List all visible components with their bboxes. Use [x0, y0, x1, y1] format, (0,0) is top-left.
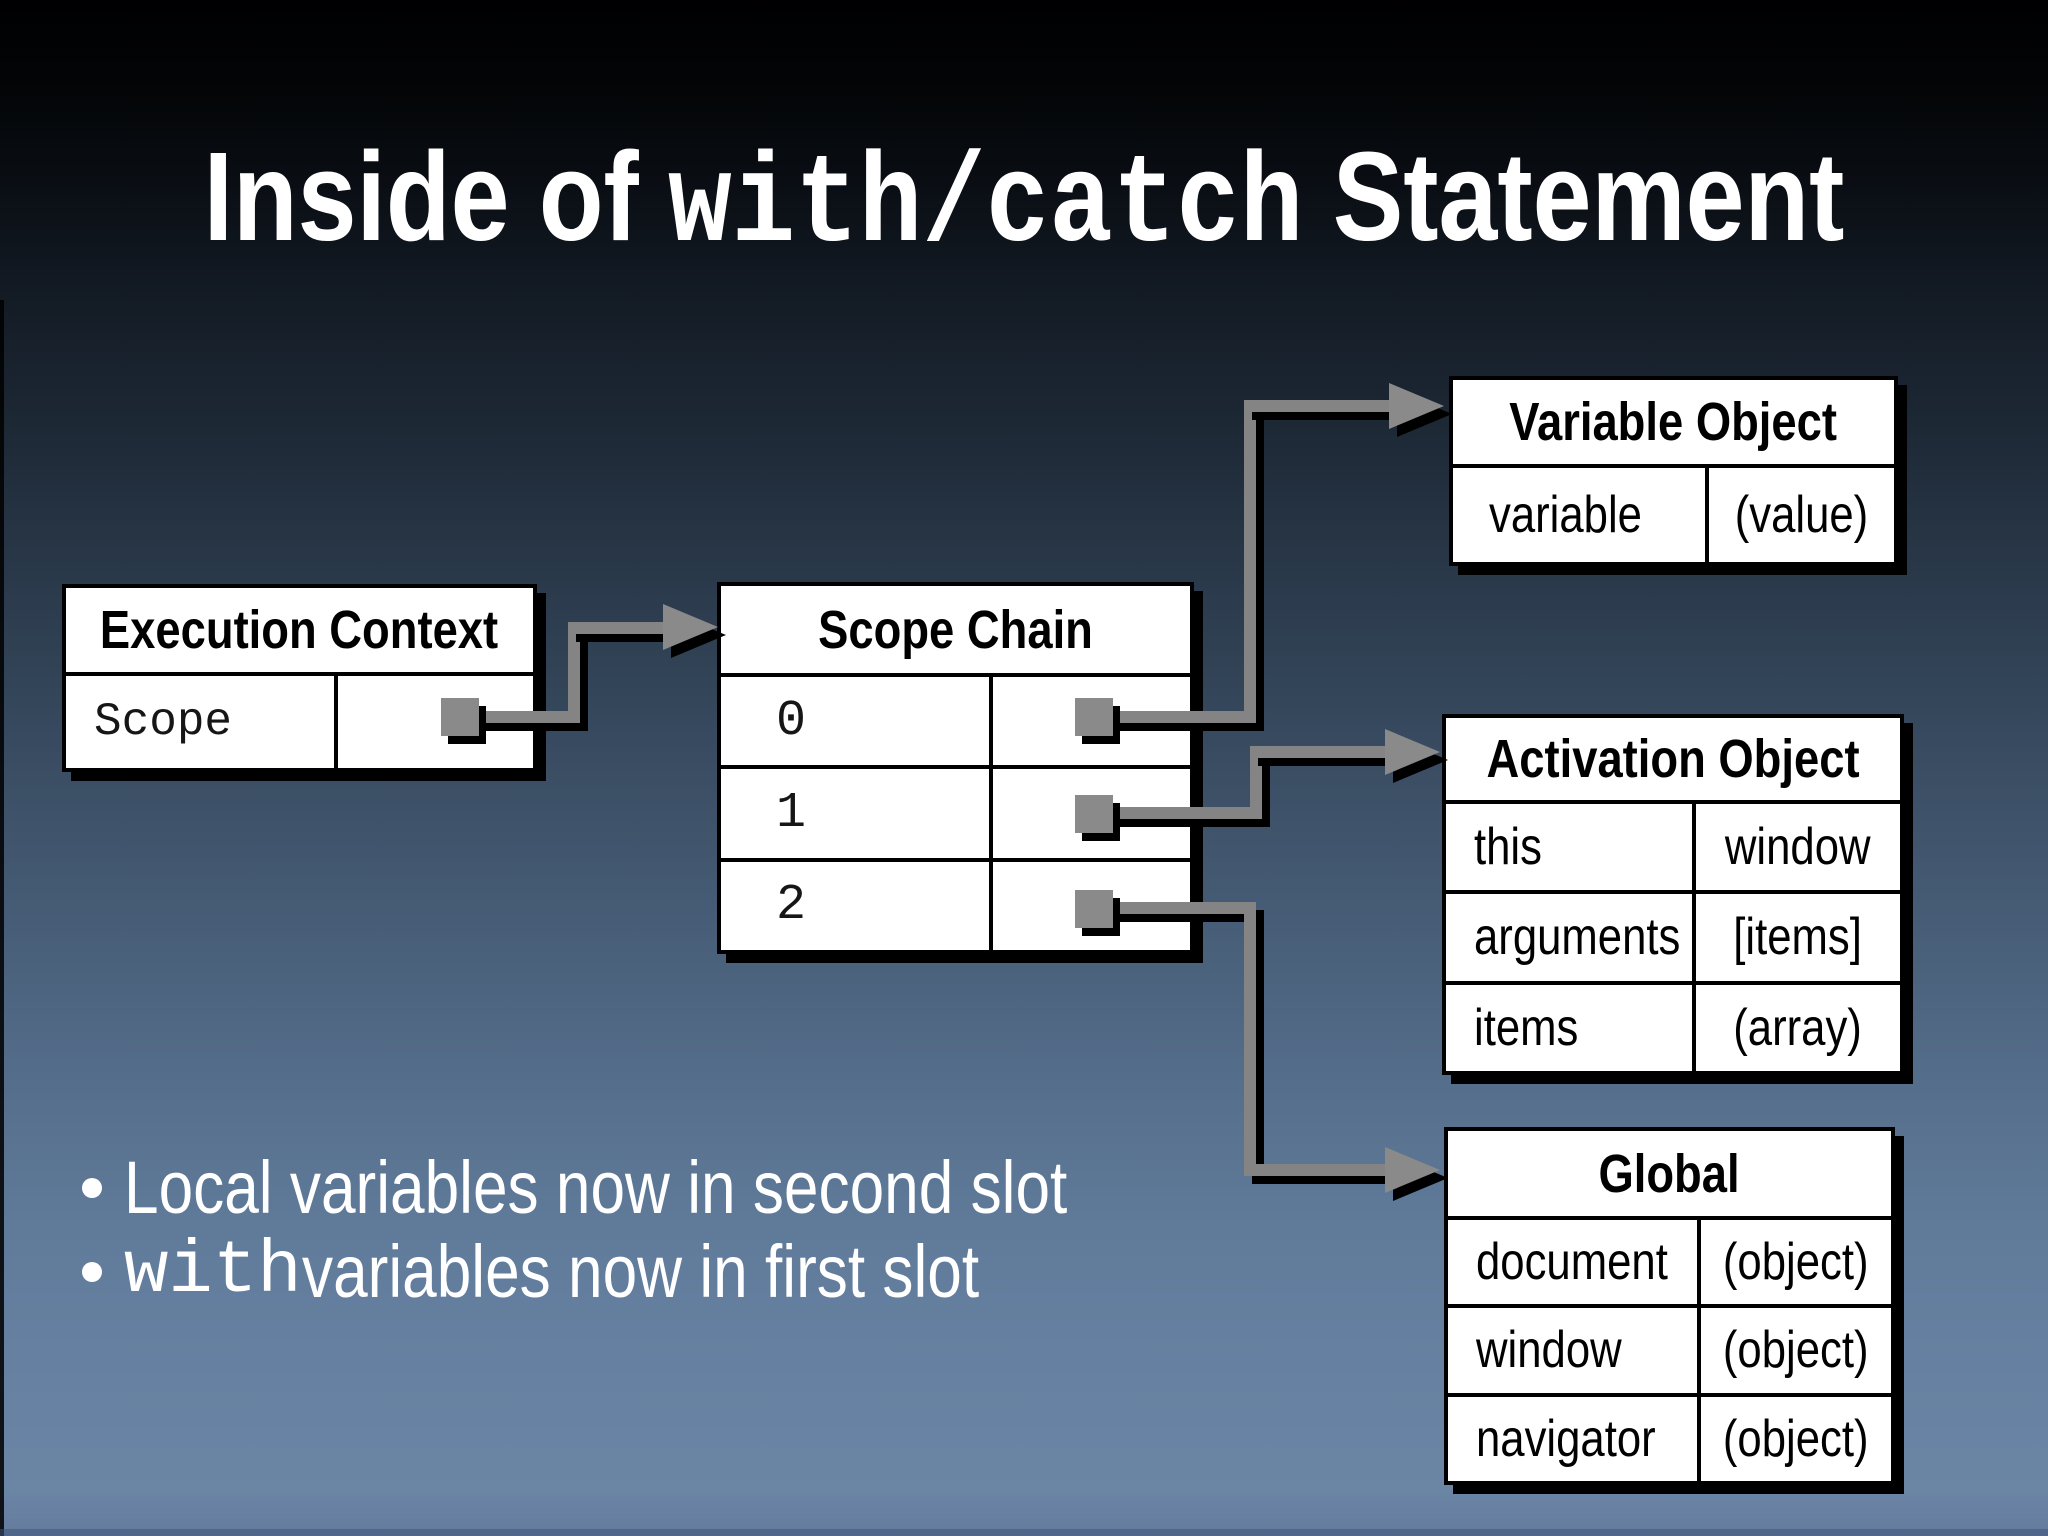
variable-object-title: Variable Object — [1509, 392, 1838, 452]
variable-object-box: Variable Object variable (value) — [1449, 376, 1898, 566]
value-label: (value) — [1734, 486, 1869, 544]
variable-cell: variable — [1453, 468, 1709, 562]
value-cell: (value) — [1709, 468, 1894, 562]
bullet-dot-icon — [82, 1262, 102, 1282]
ec-connector-line — [478, 711, 580, 723]
slot0-pointer-square-icon — [1075, 698, 1113, 736]
activation-object-header: Activation Object — [1446, 718, 1900, 804]
slot2-connector-line — [1244, 1164, 1387, 1176]
left-edge-artifact — [0, 300, 4, 1536]
global-title: Global — [1598, 1143, 1741, 1204]
this-label: this — [1474, 818, 1542, 877]
items-value: (array) — [1733, 998, 1863, 1057]
slot1-connector-line — [1112, 807, 1262, 819]
bullet-code: with — [124, 1230, 302, 1314]
arguments-value: [items] — [1733, 908, 1863, 967]
arrow-to-scope-chain-icon — [663, 604, 718, 650]
variable-object-header: Variable Object — [1453, 380, 1894, 468]
arguments-label: arguments — [1474, 908, 1681, 967]
bullet-dot-icon — [82, 1178, 102, 1198]
this-cell: this — [1446, 804, 1696, 891]
table-row: Scope — [66, 676, 533, 768]
slot0-connector-line — [1244, 400, 1391, 412]
items-cell: items — [1446, 984, 1696, 1071]
slot-0-label: 0 — [776, 692, 807, 750]
arrow-to-global-icon — [1385, 1147, 1440, 1193]
slot-0-cell: 0 — [721, 677, 993, 766]
ec-connector-line — [568, 622, 580, 723]
scope-chain-title: Scope Chain — [818, 599, 1093, 660]
execution-context-title: Execution Context — [100, 600, 499, 660]
global-header: Global — [1448, 1131, 1891, 1220]
window-value: (object) — [1723, 1321, 1869, 1380]
navigator-cell: navigator — [1448, 1396, 1701, 1481]
page-title: Inside of with/catch Statement — [164, 126, 1884, 278]
table-row: 1 — [721, 769, 1190, 862]
arguments-cell: arguments — [1446, 894, 1696, 981]
this-value: window — [1725, 818, 1871, 877]
title-post: Statement — [1303, 126, 1845, 267]
slot-2-label: 2 — [776, 877, 807, 935]
this-value-cell: window — [1696, 804, 1900, 890]
window-label: window — [1476, 1321, 1622, 1380]
arguments-value-cell: [items] — [1696, 894, 1900, 980]
slot-1-label: 1 — [776, 784, 807, 842]
slot0-connector-line — [1244, 400, 1256, 723]
document-value-cell: (object) — [1701, 1220, 1891, 1304]
execution-context-header: Execution Context — [66, 588, 533, 676]
execution-context-box: Execution Context Scope — [62, 584, 537, 772]
variable-label: variable — [1489, 486, 1642, 544]
slot2-connector-line — [1112, 902, 1256, 914]
table-row: 0 — [721, 677, 1190, 770]
table-row: 2 — [721, 861, 1190, 950]
document-label: document — [1476, 1233, 1668, 1292]
arrow-to-variable-object-icon — [1389, 383, 1444, 429]
scope-chain-header: Scope Chain — [721, 586, 1190, 677]
window-value-cell: (object) — [1701, 1308, 1891, 1392]
activation-object-box: Activation Object this window arguments … — [1442, 714, 1904, 1075]
slot2-connector-line — [1244, 902, 1256, 1176]
bullet-text: variables now in first slot — [301, 1230, 979, 1313]
list-item: with variables now in first slot — [82, 1230, 1247, 1314]
table-row: document (object) — [1448, 1220, 1891, 1309]
scope-label: Scope — [94, 696, 233, 748]
table-row: items (array) — [1446, 984, 1900, 1071]
ec-connector-line — [568, 622, 665, 634]
title-pre: Inside of — [203, 126, 669, 267]
slot1-connector-line — [1250, 746, 1262, 819]
navigator-value: (object) — [1723, 1409, 1869, 1468]
slot-1-cell: 1 — [721, 769, 993, 858]
global-box: Global document (object) window (object) — [1444, 1127, 1895, 1485]
activation-object-title: Activation Object — [1486, 729, 1860, 789]
navigator-label: navigator — [1476, 1409, 1656, 1468]
scope-cell: Scope — [66, 676, 338, 768]
scope-chain-box: Scope Chain 0 1 2 — [717, 582, 1194, 954]
items-label: items — [1474, 998, 1579, 1057]
list-item: Local variables now in second slot — [82, 1146, 1247, 1230]
table-row: navigator (object) — [1448, 1396, 1891, 1481]
slot-2-cell: 2 — [721, 861, 993, 950]
slot2-pointer-square-icon — [1075, 890, 1113, 928]
slot0-connector-line — [1112, 711, 1256, 723]
ec-pointer-square-icon — [441, 698, 479, 736]
title-code: with/catch — [668, 135, 1304, 278]
bottom-edge-artifact — [0, 1529, 2048, 1536]
arrow-to-activation-object-icon — [1385, 729, 1440, 775]
items-value-cell: (array) — [1696, 985, 1900, 1071]
slot1-connector-line — [1250, 746, 1387, 758]
bullet-text: Local variables now in second slot — [124, 1146, 1068, 1229]
table-row: arguments [items] — [1446, 894, 1900, 985]
window-cell: window — [1448, 1308, 1701, 1393]
bullet-list: Local variables now in second slot with … — [82, 1146, 1247, 1314]
table-row: variable (value) — [1453, 468, 1894, 562]
document-cell: document — [1448, 1220, 1701, 1305]
navigator-value-cell: (object) — [1701, 1397, 1891, 1481]
slot1-pointer-square-icon — [1075, 795, 1113, 833]
table-row: this window — [1446, 804, 1900, 895]
table-row: window (object) — [1448, 1308, 1891, 1397]
document-value: (object) — [1723, 1233, 1869, 1292]
